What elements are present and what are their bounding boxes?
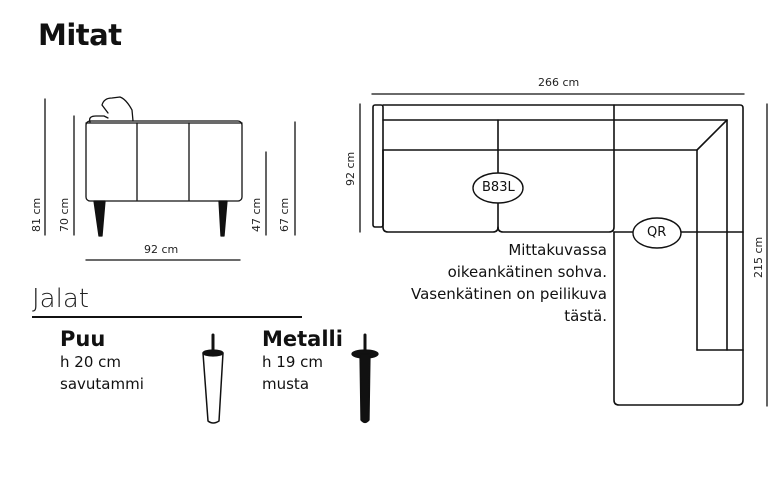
module-b83l-ellipse xyxy=(472,172,524,204)
leg-name: Puu xyxy=(60,327,106,351)
leg-name: Metalli xyxy=(262,327,343,351)
wooden-leg-icon xyxy=(202,333,224,424)
leg-finish: musta xyxy=(262,375,310,393)
mirror-note: Mittakuvassa oikeankätinen sohva. Vasenk… xyxy=(410,241,607,325)
back-height-label: 70 cm xyxy=(58,197,71,232)
module-qr-ellipse xyxy=(632,217,682,249)
width-label: 266 cm xyxy=(538,76,580,89)
module-label-b83l: B83L xyxy=(482,180,515,195)
arm-height-label: 67 cm xyxy=(278,197,291,232)
leg-option-wood: Puu h 20 cm savutammi xyxy=(60,327,144,395)
side-depth-label: 92 cm xyxy=(144,243,179,256)
total-height-label: 81 cm xyxy=(30,197,43,232)
section-divider xyxy=(32,316,302,318)
seat-height-label: 47 cm xyxy=(250,197,263,232)
legs-heading: Jalat xyxy=(32,284,89,314)
leg-height: h 20 cm xyxy=(60,353,121,371)
top-depth-label: 92 cm xyxy=(344,151,357,186)
side-view-sofa xyxy=(85,96,243,237)
leg-height: h 19 cm xyxy=(262,353,323,371)
module-label-qr: QR xyxy=(647,225,667,240)
top-view-sofa xyxy=(372,104,744,406)
leg-option-metal: Metalli h 19 cm musta xyxy=(262,327,343,395)
page-title: Mitat xyxy=(38,18,122,52)
leg-finish: savutammi xyxy=(60,375,144,393)
metal-leg-icon xyxy=(351,333,379,424)
chaise-length-label: 215 cm xyxy=(752,236,765,278)
